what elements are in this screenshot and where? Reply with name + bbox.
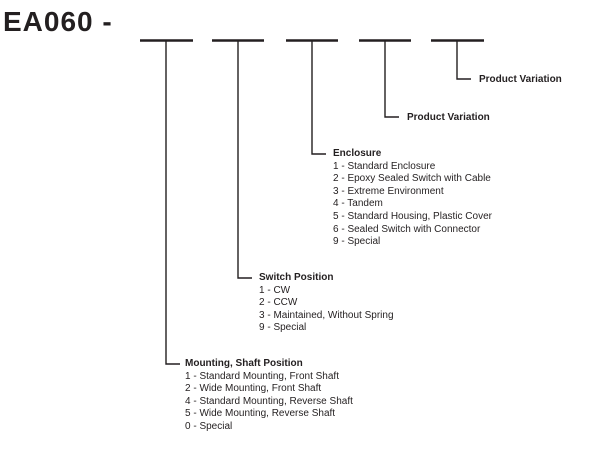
option-item: 1 - Standard Enclosure	[333, 160, 436, 172]
option-item: 0 - Special	[185, 420, 233, 432]
option-item: 9 - Special	[333, 236, 381, 248]
option-item: 5 - Wide Mounting, Reverse Shaft	[185, 408, 336, 420]
group-title: Product Variation	[479, 74, 562, 85]
option-item: 1 - CW	[259, 284, 291, 296]
group-product-variation-1: Product Variation	[407, 112, 490, 125]
group-switch-position: Switch Position 1 - CW 2 - CCW 3 - Maint…	[259, 272, 394, 335]
option-item: 2 - CCW	[259, 297, 298, 309]
leader-product-variation-2	[456, 41, 471, 80]
option-item: 1 - Standard Mounting, Front Shaft	[185, 370, 339, 382]
group-product-variation-2: Product Variation	[479, 74, 562, 87]
option-item: 3 - Extreme Environment	[333, 185, 444, 197]
model-code: EA060 -	[3, 6, 113, 37]
group-mounting-shaft-position: Mounting, Shaft Position 1 - Standard Mo…	[185, 358, 353, 434]
group-title: Switch Position	[259, 272, 334, 283]
group-enclosure: Enclosure 1 - Standard Enclosure 2 - Epo…	[333, 148, 492, 249]
leader-product-variation-1	[384, 41, 399, 118]
group-title: Enclosure	[333, 148, 382, 159]
option-item: 2 - Wide Mounting, Front Shaft	[185, 383, 322, 395]
option-item: 5 - Standard Housing, Plastic Cover	[333, 210, 492, 222]
leader-enclosure	[311, 41, 326, 155]
option-item: 9 - Special	[259, 322, 307, 334]
option-item: 6 - Sealed Switch with Connector	[333, 223, 481, 235]
group-title: Product Variation	[407, 112, 490, 123]
option-item: 3 - Maintained, Without Spring	[259, 309, 394, 321]
option-item: 2 - Epoxy Sealed Switch with Cable	[333, 173, 491, 185]
leader-switch-position	[237, 41, 252, 279]
option-item: 4 - Tandem	[333, 198, 383, 210]
group-title: Mounting, Shaft Position	[185, 358, 303, 369]
leader-mounting	[165, 41, 180, 365]
option-item: 4 - Standard Mounting, Reverse Shaft	[185, 395, 353, 407]
